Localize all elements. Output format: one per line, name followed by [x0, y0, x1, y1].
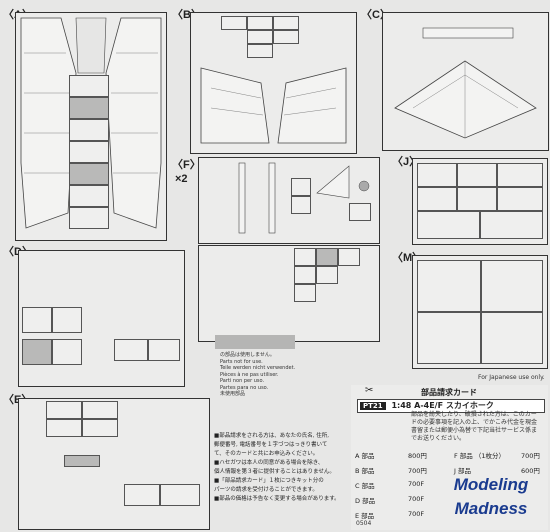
- section-label-f: 〈F〉: [172, 159, 201, 171]
- note-line: Parti non per uso.: [220, 378, 265, 384]
- price-label: C 部品: [355, 482, 375, 490]
- note-line: 未使用部品: [220, 391, 246, 397]
- card-product-box: PT21 1:48 A-4E/F スカイホーク: [357, 399, 545, 413]
- card-code: PT21: [360, 402, 386, 410]
- price-label: A 部品: [355, 452, 375, 460]
- sprue-f-frame: [198, 157, 380, 244]
- sprue-b-frame: [190, 12, 357, 154]
- section-label-d: 〈D〉: [3, 247, 33, 258]
- footer-code: 0504: [356, 520, 372, 527]
- jp-note-line: て、そのカードと共にお申込みください。: [214, 451, 319, 457]
- price-value: 700F: [408, 480, 425, 488]
- price-value: 800円: [408, 452, 427, 460]
- watermark-line2: Madness: [454, 499, 528, 518]
- card-instructions: 部品を紛失したり、破損された方は、このカードの必要事項を記入の上、でかこみ代金を…: [411, 411, 538, 442]
- watermark-line1: Modeling: [453, 475, 529, 494]
- scissors-icon: ✂: [365, 385, 374, 396]
- section-label-b: 〈B〉: [172, 9, 202, 21]
- price-value: 700F: [408, 495, 425, 503]
- watermark-logo: Modeling Madness: [432, 473, 550, 532]
- sprue-f-lower-frame: [198, 245, 380, 342]
- note-line: Partes para no uso.: [220, 384, 269, 391]
- price-label: F 部品 （1枚分）: [454, 452, 506, 460]
- section-label-c: 〈C〉: [361, 9, 391, 21]
- jp-note-line: パーツの請求を受付けることができます。: [214, 487, 318, 493]
- section-label-m: 〈M〉: [392, 252, 424, 264]
- jp-note-line: ■部品の価格は予告なく変更する場合があります。: [214, 496, 340, 502]
- sprue-b-drawing: [200, 67, 347, 144]
- jp-note-line: ■「部品請求カード」１枚につきキット分の: [214, 478, 324, 484]
- price-value: 700円: [521, 452, 540, 460]
- price-value: 600円: [521, 467, 540, 475]
- card-product: 1:48 A-4E/F スカイホーク: [391, 401, 494, 410]
- section-label-j: 〈J〉: [392, 156, 421, 168]
- price-label: D 部品: [355, 497, 376, 505]
- jp-note-line: ■部品請求をされる方は、あなたの氏名, 住所,: [214, 433, 329, 439]
- japanese-only-note: For Japanese use only.: [478, 374, 545, 381]
- note-line: Teile werden nicht verwendet.: [220, 365, 296, 371]
- price-label: J 部品: [454, 467, 471, 475]
- jp-note-line: 郵便番号, 電話番号を１字づつはっきり書いて: [214, 442, 328, 448]
- sprue-j-frame: [412, 158, 548, 245]
- parts-request-card: ✂ 部品請求カード PT21 1:48 A-4E/F スカイホーク 部品を紛失し…: [351, 385, 548, 530]
- sprue-a-frame: [15, 12, 167, 241]
- sprue-a-drawing: [20, 17, 162, 229]
- sprue-c-frame: [382, 12, 549, 151]
- sprue-f-drawing: [238, 162, 370, 234]
- note-line: Pièces à ne pas utiliser.: [220, 371, 279, 378]
- not-used-swatch: [215, 335, 295, 349]
- sprue-e-frame: [18, 398, 210, 530]
- price-value: 700円: [408, 467, 427, 475]
- jp-note-line: 個人情報を第３者に提供することはありません。: [214, 469, 335, 475]
- section-label-f-qty: ×2: [175, 173, 188, 185]
- sprue-d-frame: [18, 250, 185, 387]
- japanese-notes: ■部品請求をされる方は、あなたの氏名, 住所, 郵便番号, 電話番号を１字づつは…: [214, 432, 354, 504]
- jp-note-line: ■ハセガワは本人の同意がある場合を除き、: [214, 460, 324, 466]
- price-label: B 部品: [355, 467, 375, 475]
- price-label: E 部品: [355, 512, 375, 520]
- sprue-m-frame: [412, 255, 548, 369]
- price-value: 700F: [408, 510, 425, 518]
- sprue-c-drawing: [394, 27, 537, 139]
- note-line: Parts not for use.: [220, 358, 263, 365]
- card-title: 部品請求カード: [421, 388, 477, 397]
- parts-not-used-notes: の部品は使用しません。 Parts not for use. Teile wer…: [220, 352, 295, 398]
- note-line: の部品は使用しません。: [220, 352, 275, 358]
- section-label-e: 〈E〉: [3, 395, 32, 406]
